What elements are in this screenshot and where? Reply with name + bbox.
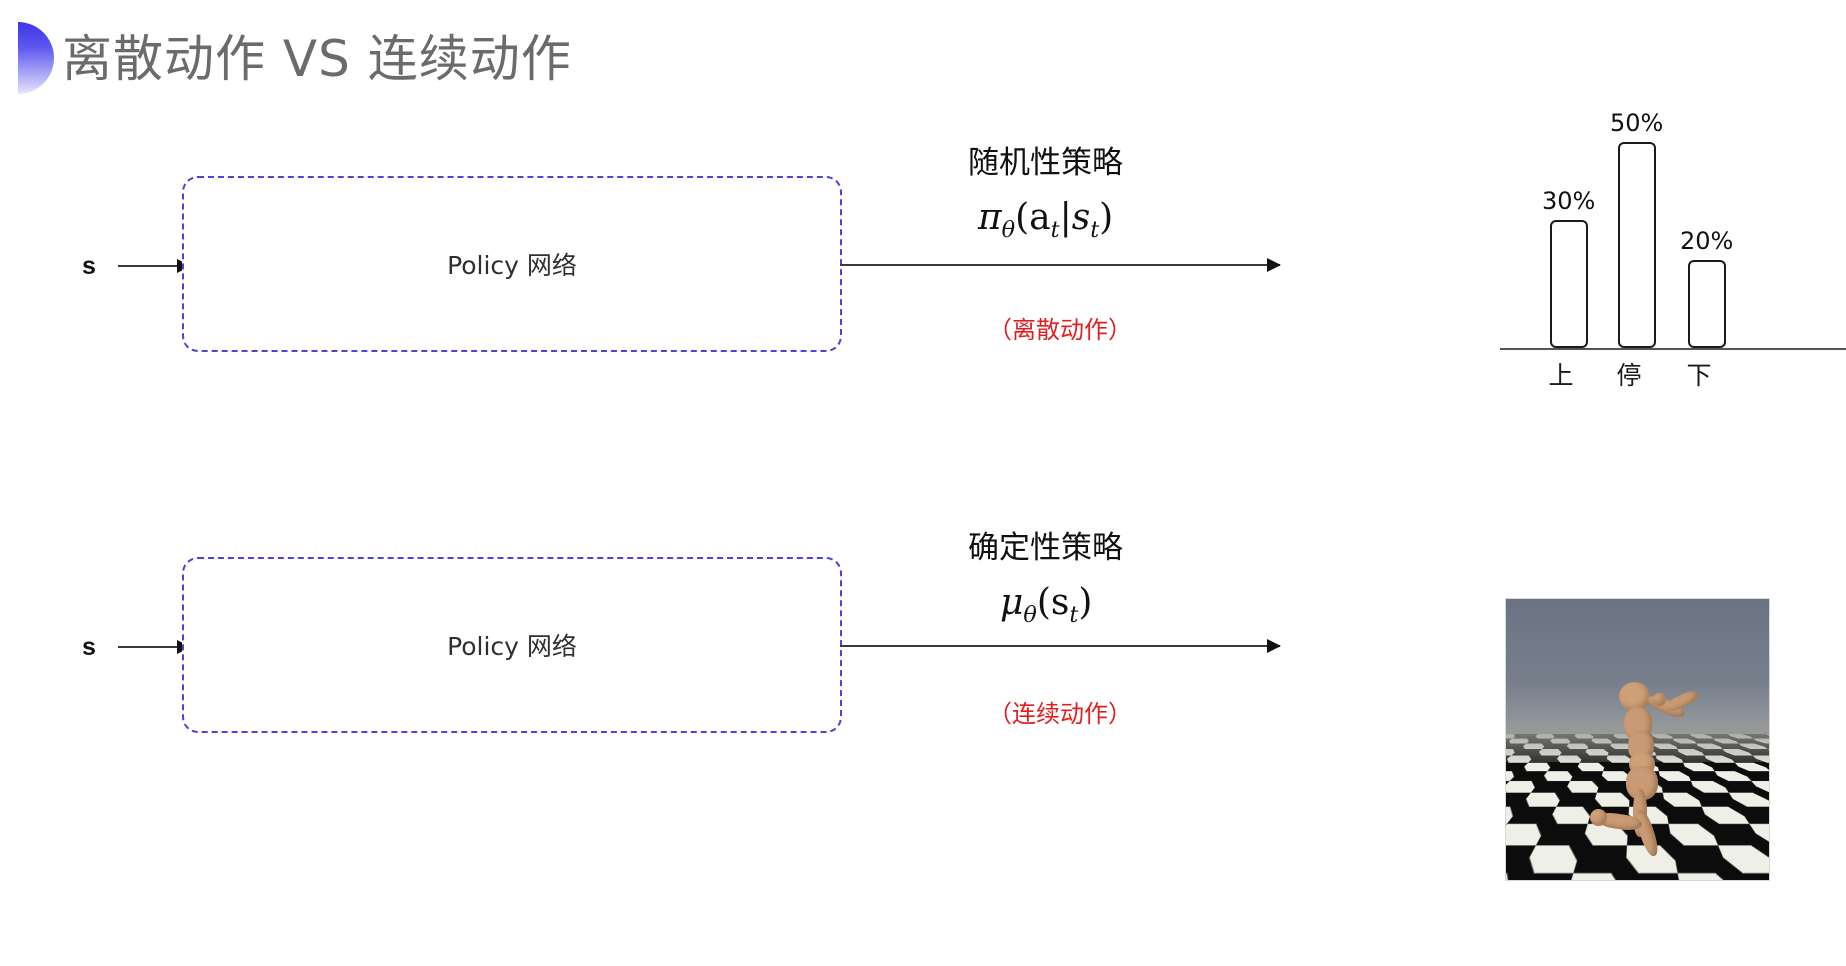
bar-category-label-1: 停 bbox=[1599, 356, 1659, 392]
humanoid-hand bbox=[1653, 693, 1666, 706]
state-input-label-continuous: s bbox=[82, 633, 96, 662]
humanoid-foot bbox=[1590, 809, 1607, 826]
formula-theta: θ bbox=[1002, 217, 1015, 243]
formula-theta-2: θ bbox=[1023, 602, 1036, 628]
formula-open-arg-2: (s bbox=[1037, 582, 1070, 623]
arrow-state-to-network-discrete bbox=[118, 265, 190, 267]
action-type-tag-continuous: （连续动作） bbox=[988, 694, 1132, 729]
formula-pi: π bbox=[978, 197, 1002, 238]
bar-chart-baseline bbox=[1500, 348, 1846, 350]
bar-category-label-0: 上 bbox=[1531, 356, 1591, 392]
policy-formula-stochastic: πθ(at|st) bbox=[978, 197, 1113, 243]
policy-network-box-continuous[interactable]: Policy 网络 bbox=[182, 557, 842, 733]
bar-group-0: 30% bbox=[1542, 187, 1595, 348]
bar-value-label-0: 30% bbox=[1542, 187, 1595, 215]
title-accent-shape bbox=[18, 22, 54, 94]
bar-category-label-2: 下 bbox=[1669, 356, 1729, 392]
slide-bottom-edge bbox=[0, 960, 1846, 966]
state-input-label-discrete: s bbox=[82, 252, 96, 281]
policy-type-label-stochastic: 随机性策略 bbox=[968, 137, 1123, 182]
formula-given: |s bbox=[1060, 197, 1091, 238]
page-title: 离散动作 VS 连续动作 bbox=[62, 24, 572, 94]
bar-group-1: 50% bbox=[1610, 109, 1663, 348]
formula-sub-t2: t bbox=[1090, 217, 1099, 243]
formula-open-arg: (a bbox=[1015, 197, 1051, 238]
bar-rect-2 bbox=[1688, 260, 1726, 348]
arrow-state-to-network-continuous bbox=[118, 646, 190, 648]
formula-close-paren-2: ) bbox=[1078, 582, 1092, 623]
policy-type-label-deterministic: 确定性策略 bbox=[968, 522, 1123, 567]
action-probability-bar-chart: 30% 50% 20% 上 停 下 bbox=[1500, 100, 1846, 400]
formula-close-paren: ) bbox=[1099, 197, 1113, 238]
policy-formula-deterministic: μθ(st) bbox=[1000, 582, 1092, 628]
bar-value-label-1: 50% bbox=[1610, 109, 1663, 137]
mujoco-humanoid-render bbox=[1505, 598, 1770, 881]
policy-network-label-continuous: Policy 网络 bbox=[447, 627, 577, 663]
arrow-network-to-output-continuous bbox=[840, 645, 1280, 647]
formula-sub-t1: t bbox=[1051, 217, 1060, 243]
bar-rect-1 bbox=[1618, 142, 1656, 348]
policy-network-label-discrete: Policy 网络 bbox=[447, 246, 577, 282]
policy-network-box-discrete[interactable]: Policy 网络 bbox=[182, 176, 842, 352]
bar-rect-0 bbox=[1550, 220, 1588, 348]
formula-sub-t3: t bbox=[1069, 602, 1078, 628]
formula-mu: μ bbox=[1000, 582, 1023, 623]
bar-value-label-2: 20% bbox=[1680, 227, 1733, 255]
action-type-tag-discrete: （离散动作） bbox=[988, 310, 1132, 345]
bar-group-2: 20% bbox=[1680, 227, 1733, 348]
arrow-network-to-output-discrete bbox=[840, 264, 1280, 266]
